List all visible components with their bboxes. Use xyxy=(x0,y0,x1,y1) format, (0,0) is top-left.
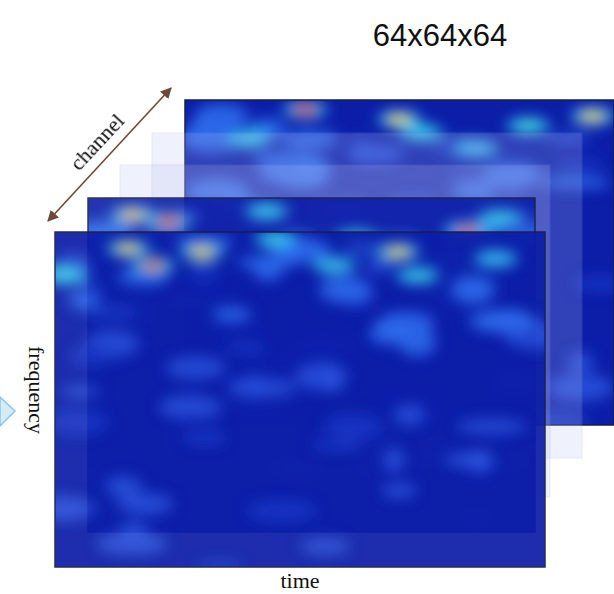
input-arrow xyxy=(0,397,15,426)
axis-label: time xyxy=(280,570,319,592)
axis-label: frequency xyxy=(25,346,47,434)
dimension-label: 64x64x64 xyxy=(373,20,507,51)
spectrogram-layer xyxy=(28,230,562,572)
axis-label: channel xyxy=(66,109,129,174)
